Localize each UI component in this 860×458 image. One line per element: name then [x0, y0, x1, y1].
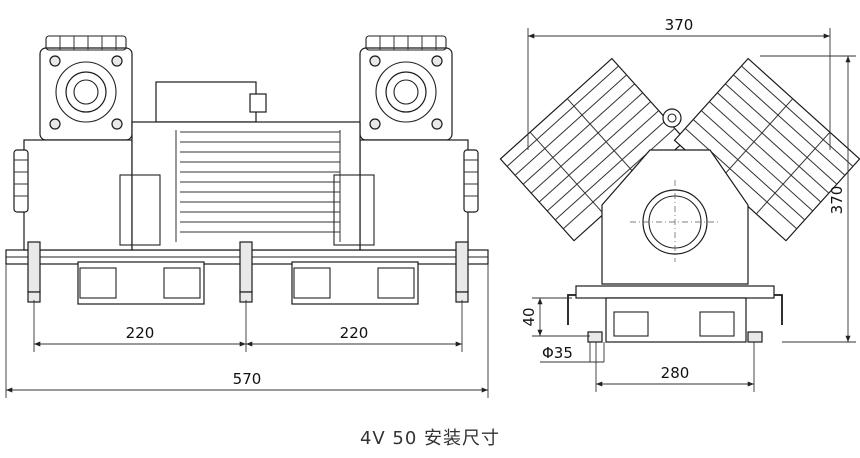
front-view [5, 35, 489, 305]
front-foot-block-right [291, 261, 419, 305]
side-foot-right [747, 331, 763, 343]
dim-side-height-370: 370 [828, 186, 846, 215]
dim-side-base-280: 280 [661, 364, 690, 382]
motor-body [119, 81, 375, 251]
side-foot-left [587, 331, 603, 343]
front-bolt-left [27, 241, 41, 293]
side-cylinder-left [499, 57, 687, 242]
dim-front-total-570: 570 [233, 370, 262, 388]
side-dimensions: 370 370 40 Φ35 280 [520, 16, 856, 392]
right-cylinder-head [359, 35, 479, 251]
dim-front-right-220: 220 [340, 324, 369, 342]
front-foot-block-left [77, 261, 205, 305]
front-bolt-right [455, 241, 469, 293]
front-dimensions: 220 220 570 [5, 264, 489, 398]
dim-front-left-220: 220 [126, 324, 155, 342]
front-bolt-center [239, 241, 253, 293]
dim-foot-diameter-35: Φ35 [542, 344, 573, 362]
side-view [499, 57, 860, 343]
drawing-caption: 4V 50 安装尺寸 [360, 428, 500, 449]
dim-side-width-370: 370 [665, 16, 694, 34]
dim-base-height-40: 40 [520, 307, 538, 326]
left-cylinder-head [13, 35, 133, 251]
